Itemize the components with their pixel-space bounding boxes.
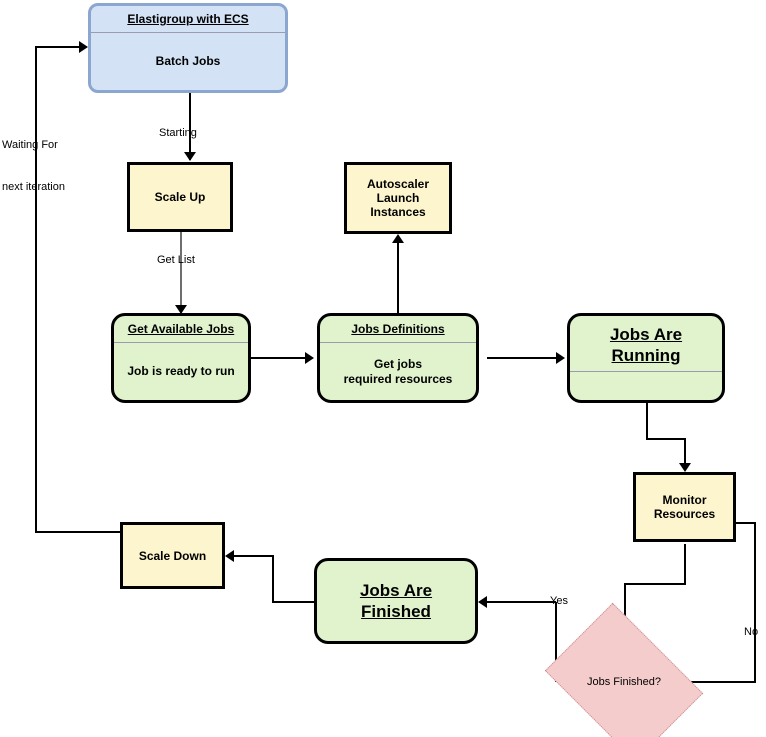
edge-scaledown-to-left [35, 531, 121, 533]
edge-scaleup-to-jobs [180, 232, 182, 314]
node-jobs-are-running[interactable]: Jobs Are Running [567, 313, 725, 403]
node-scale-up[interactable]: Scale Up [127, 162, 233, 232]
edge-label-starting: Starting [159, 127, 197, 139]
arrowhead-into-jobsfinished [478, 596, 487, 608]
edge-decision-no-right [686, 681, 756, 683]
arrowhead-into-definitions [305, 352, 314, 364]
scale-down-label: Scale Down [138, 548, 207, 563]
edge-getjobs-to-definitions [251, 357, 309, 359]
autoscaler-line-2: Launch [376, 191, 420, 205]
arrowhead-into-elastigroup [79, 41, 88, 53]
get-available-jobs-body: Job is ready to run [127, 364, 235, 378]
edge-no-vertical [754, 522, 756, 683]
jobs-are-running-line-2: Running [611, 346, 681, 365]
edge-label-yes: Yes [550, 595, 568, 607]
node-scale-down[interactable]: Scale Down [120, 522, 225, 589]
jobs-definitions-body-line-2: required resources [343, 371, 453, 386]
node-get-available-jobs[interactable]: Get Available Jobs Job is ready to run [111, 313, 251, 403]
node-jobs-definitions[interactable]: Jobs Definitions Get jobs required resou… [317, 313, 479, 403]
edge-monitor-down [684, 544, 686, 584]
waiting-line-2: next iteration [2, 181, 65, 193]
node-autoscaler[interactable]: Autoscaler Launch Instances [344, 162, 452, 234]
edge-monitor-to-decision [624, 583, 626, 631]
jobs-are-running-line-1: Jobs Are [609, 325, 683, 344]
arrowhead-into-monitor [679, 463, 691, 472]
arrowhead-into-getjobs [175, 305, 187, 314]
edge-yes-horizontal [486, 601, 556, 603]
decision-label: Jobs Finished? [587, 676, 661, 688]
monitor-resources-line-2: Resources [653, 507, 716, 521]
jobs-definitions-divider [320, 342, 476, 343]
autoscaler-line-1: Autoscaler [366, 177, 430, 191]
edge-finished-left [272, 601, 317, 603]
node-monitor-resources[interactable]: Monitor Resources [633, 472, 736, 542]
arrowhead-into-scaleup [184, 152, 196, 161]
edge-running-right [646, 438, 686, 440]
edge-left-to-elastigroup [35, 46, 85, 48]
jobs-definitions-body-line-1: Get jobs [373, 356, 422, 371]
elastigroup-divider [91, 32, 285, 33]
jobs-are-finished-line-1: Jobs Are [359, 581, 433, 600]
edge-label-getlist: Get List [157, 254, 195, 266]
arrowhead-into-autoscaler [392, 234, 404, 243]
jobs-are-running-title: Jobs Are Running [570, 316, 722, 371]
waiting-line-1: Waiting For [2, 139, 58, 151]
autoscaler-line-3: Instances [370, 205, 426, 219]
jobs-are-running-divider [570, 371, 722, 372]
arrowhead-into-scaledown [225, 550, 234, 562]
arrowhead-into-running [556, 352, 565, 364]
edge-definitions-to-running [487, 357, 560, 359]
jobs-are-finished-title: Jobs Are Finished [317, 580, 475, 622]
jobs-are-finished-line-2: Finished [361, 602, 431, 621]
edge-running-to-monitor [684, 438, 686, 469]
edge-yes-vertical [555, 602, 557, 682]
scale-up-label: Scale Up [154, 190, 206, 204]
jobs-definitions-title: Jobs Definitions [351, 322, 445, 336]
monitor-resources-line-1: Monitor [662, 493, 707, 507]
elastigroup-body: Batch Jobs [155, 54, 221, 68]
edge-left-vertical [35, 46, 37, 533]
edge-definitions-to-autoscaler [397, 243, 399, 315]
jobs-are-running-body [570, 372, 722, 400]
node-jobs-finished-decision[interactable]: Jobs Finished? [544, 602, 704, 737]
node-jobs-are-finished[interactable]: Jobs Are Finished [314, 558, 478, 644]
edge-elastigroup-to-scaleup [189, 92, 191, 160]
node-elastigroup[interactable]: Elastigroup with ECS Batch Jobs [88, 3, 288, 93]
get-available-jobs-title: Get Available Jobs [127, 322, 235, 336]
edge-label-waiting: Waiting For next iteration [2, 110, 65, 222]
edge-finished-up [272, 555, 274, 603]
edge-monitor-left [624, 583, 686, 585]
get-available-jobs-divider [114, 342, 248, 343]
edge-label-no: No [744, 626, 759, 638]
elastigroup-title: Elastigroup with ECS [127, 12, 249, 26]
edge-running-down [646, 403, 648, 440]
edge-finished-to-scaledown [233, 555, 274, 557]
jobs-definitions-body: Get jobs required resources [320, 343, 476, 400]
